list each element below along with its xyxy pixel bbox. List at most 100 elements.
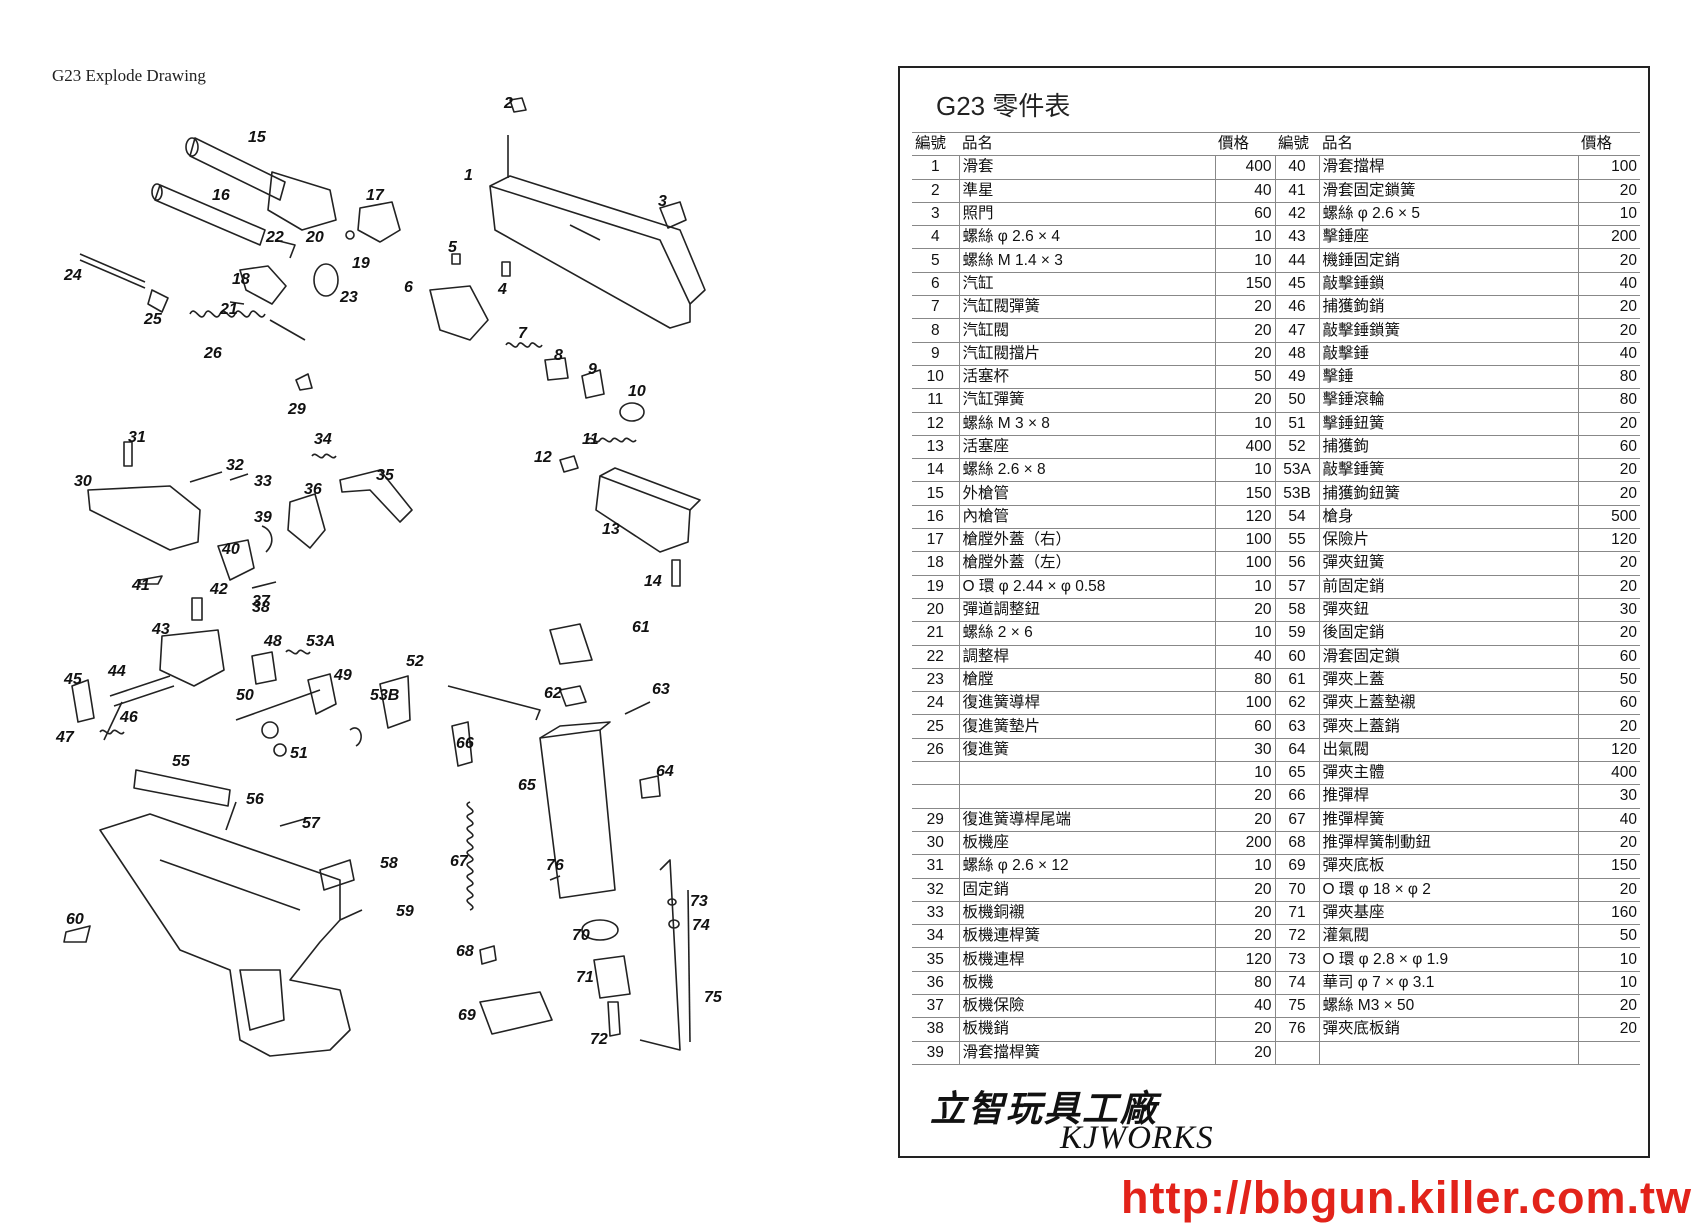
callout-73: 73: [690, 893, 708, 910]
callout-23: 23: [339, 289, 358, 306]
cell-rn: 48: [1275, 342, 1320, 366]
callout-20: 20: [305, 229, 324, 246]
callout-30: 30: [74, 473, 92, 490]
exploded-diagram: 2 1 3 4 5 6 7 8 9 10 11 12 13 14 15 16 1…: [55, 95, 723, 1057]
callout-45: 45: [63, 671, 83, 688]
cell-lname: O 環 φ 2.44 × φ 0.58: [959, 575, 1216, 599]
cell-rp: 60: [1578, 691, 1640, 716]
cell-rname: 推彈桿簧制動鈕: [1319, 831, 1579, 856]
cell-rp: 40: [1578, 272, 1640, 297]
callout-40: 40: [221, 541, 240, 558]
callout-53a: 53A: [306, 633, 335, 650]
cell-rp: 10: [1578, 971, 1640, 995]
callout-39: 39: [254, 509, 272, 526]
cell-ln: 13: [912, 435, 960, 460]
callout-1: 1: [464, 167, 473, 184]
cell-lp: 400: [1215, 435, 1276, 460]
cell-lp: 60: [1215, 202, 1276, 227]
cell-rname: 螺絲 φ 2.6 × 5: [1319, 202, 1579, 227]
cell-rp: 50: [1578, 668, 1640, 693]
cell-rp: 20: [1578, 575, 1640, 599]
cell-rname: 滑套固定鎖簧: [1319, 179, 1579, 203]
cell-rn: 63: [1275, 714, 1320, 739]
cell-lname: [959, 784, 1216, 809]
cell-rp: 20: [1578, 1017, 1640, 1042]
callout-68: 68: [456, 943, 474, 960]
cell-rp: 200: [1578, 225, 1640, 250]
cell-lname: 螺絲 M 1.4 × 3: [959, 248, 1216, 273]
cell-ln: 34: [912, 924, 960, 949]
cell-ln: 37: [912, 994, 960, 1019]
cell-rp: 20: [1578, 878, 1640, 902]
header-price-left: 價格: [1215, 131, 1275, 157]
callout-34: 34: [314, 431, 332, 448]
cell-ln: 32: [912, 878, 960, 902]
cell-rp: 20: [1578, 714, 1640, 739]
callout-17: 17: [366, 187, 385, 204]
cell-ln: 21: [912, 621, 960, 646]
callout-33: 33: [254, 473, 272, 490]
cell-lname: 螺絲 2 × 6: [959, 621, 1216, 646]
cell-lp: 10: [1215, 248, 1276, 273]
callout-50: 50: [236, 687, 254, 704]
cell-lname: 螺絲 M 3 × 8: [959, 412, 1216, 436]
cell-rp: 20: [1578, 994, 1640, 1019]
callout-71: 71: [576, 969, 594, 986]
cell-lp: 20: [1215, 342, 1276, 366]
cell-ln: 33: [912, 901, 960, 926]
cell-lp: 10: [1215, 621, 1276, 646]
cell-lname: 汽缸彈簧: [959, 388, 1216, 413]
cell-rp: 20: [1578, 621, 1640, 646]
callout-69: 69: [458, 1007, 476, 1024]
header-num-left: 編號: [912, 131, 959, 157]
cell-lname: 活塞座: [959, 435, 1216, 460]
cell-lp: 20: [1215, 808, 1276, 832]
cell-rname: 捕獲鉤: [1319, 435, 1579, 460]
cell-rn: 66: [1275, 784, 1320, 809]
cell-ln: 29: [912, 808, 960, 832]
callout-31: 31: [128, 429, 146, 446]
cell-ln: 8: [912, 318, 960, 343]
cell-lname: 內槍管: [959, 505, 1216, 530]
callout-76: 76: [546, 857, 564, 874]
cell-lp: 50: [1215, 365, 1276, 390]
trigger-housing-part: [87, 441, 413, 589]
cell-lp: 80: [1215, 668, 1276, 693]
cell-rname: O 環 φ 18 × φ 2: [1319, 878, 1579, 902]
cell-lname: 彈道調整鈕: [959, 598, 1216, 623]
cell-rn: 64: [1275, 738, 1320, 763]
callout-11: 11: [582, 431, 599, 448]
cell-lname: 復進簧墊片: [959, 714, 1216, 739]
cell-rp: 80: [1578, 388, 1640, 413]
cell-rp: 20: [1578, 412, 1640, 436]
cell-rname: 灌氣閥: [1319, 924, 1579, 949]
header-name-right: 品名: [1319, 131, 1578, 157]
inner-barrel-part: [151, 183, 266, 246]
cell-rname: 彈夾底板: [1319, 854, 1579, 879]
callout-10: 10: [628, 383, 646, 400]
cell-rname: 後固定銷: [1319, 621, 1579, 646]
cell-lp: 20: [1215, 295, 1276, 320]
callout-19: 19: [352, 255, 370, 272]
cell-rp: 400: [1578, 761, 1640, 786]
callout-43: 43: [151, 621, 170, 638]
cell-ln: 7: [912, 295, 960, 320]
cell-lname: 復進簧導桿尾端: [959, 808, 1216, 832]
cell-lp: 40: [1215, 994, 1276, 1019]
callout-47: 47: [55, 729, 75, 746]
cell-lname: 螺絲 φ 2.6 × 4: [959, 225, 1216, 250]
cell-rn: 41: [1275, 179, 1320, 203]
cell-lname: 準星: [959, 179, 1216, 203]
cell-rn: 49: [1275, 365, 1320, 390]
cell-rp: [1578, 1041, 1640, 1065]
cell-ln: 38: [912, 1017, 960, 1042]
callout-72: 72: [590, 1031, 608, 1048]
cell-rp: 40: [1578, 342, 1640, 366]
brand-name-chinese: 立智玩具工廠: [930, 1088, 1159, 1130]
